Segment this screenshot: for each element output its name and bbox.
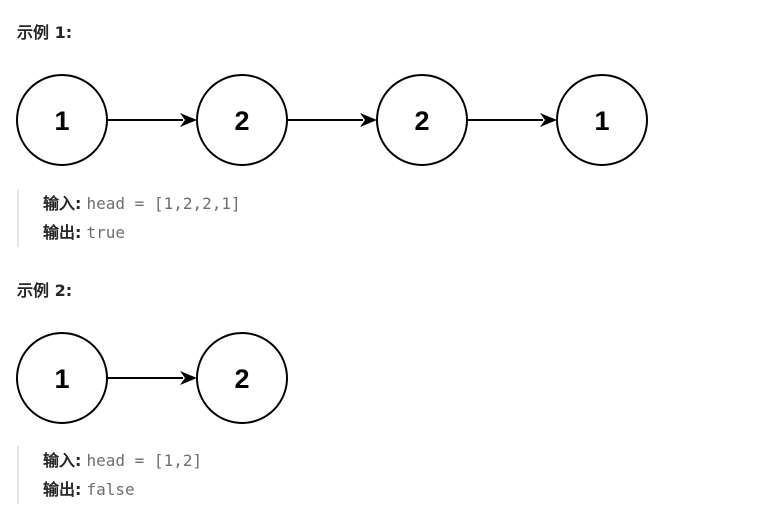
arrow-head: [180, 113, 197, 127]
arrow-head: [360, 113, 377, 127]
output-label: 输出:: [43, 223, 82, 242]
list-node: 2: [196, 74, 288, 166]
node-circle: [556, 74, 648, 166]
node-circle: [196, 332, 288, 424]
list-node: 1: [16, 74, 108, 166]
node-value: 1: [594, 106, 609, 136]
list-node: 2: [376, 74, 468, 166]
output-value: true: [86, 223, 126, 242]
linked-list-diagram-1: 1 2 2 1: [16, 74, 648, 166]
example-2-input-line: 输入: head = [1,2]: [43, 446, 202, 475]
node-circle: [16, 332, 108, 424]
node-value: 2: [234, 106, 249, 136]
node-circle: [196, 74, 288, 166]
node-value: 1: [54, 106, 69, 136]
example-2-heading: 示例 2:: [17, 281, 73, 300]
example-1-io-block: 输入: head = [1,2,2,1] 输出: true: [17, 189, 241, 247]
node-value: 1: [54, 364, 69, 394]
list-arrow: [287, 113, 377, 127]
input-label: 输入:: [43, 194, 82, 213]
example-1-output-line: 输出: true: [43, 218, 241, 247]
list-node: 2: [196, 332, 288, 424]
list-node: 1: [556, 74, 648, 166]
input-value: head = [1,2,2,1]: [86, 194, 241, 213]
node-circle: [16, 74, 108, 166]
node-value: 2: [414, 106, 429, 136]
arrow-head: [180, 371, 197, 385]
node-value: 2: [234, 364, 249, 394]
example-1-input-line: 输入: head = [1,2,2,1]: [43, 189, 241, 218]
list-arrow: [467, 113, 557, 127]
input-label: 输入:: [43, 451, 82, 470]
example-2-io-block: 输入: head = [1,2] 输出: false: [17, 446, 202, 504]
output-value: false: [86, 480, 135, 499]
input-value: head = [1,2]: [86, 451, 203, 470]
arrow-head: [540, 113, 557, 127]
list-node: 1: [16, 332, 108, 424]
list-arrow: [107, 113, 197, 127]
node-circle: [376, 74, 468, 166]
list-arrow: [107, 371, 197, 385]
example-1-heading: 示例 1:: [17, 23, 73, 42]
output-label: 输出:: [43, 480, 82, 499]
example-2-output-line: 输出: false: [43, 475, 202, 504]
